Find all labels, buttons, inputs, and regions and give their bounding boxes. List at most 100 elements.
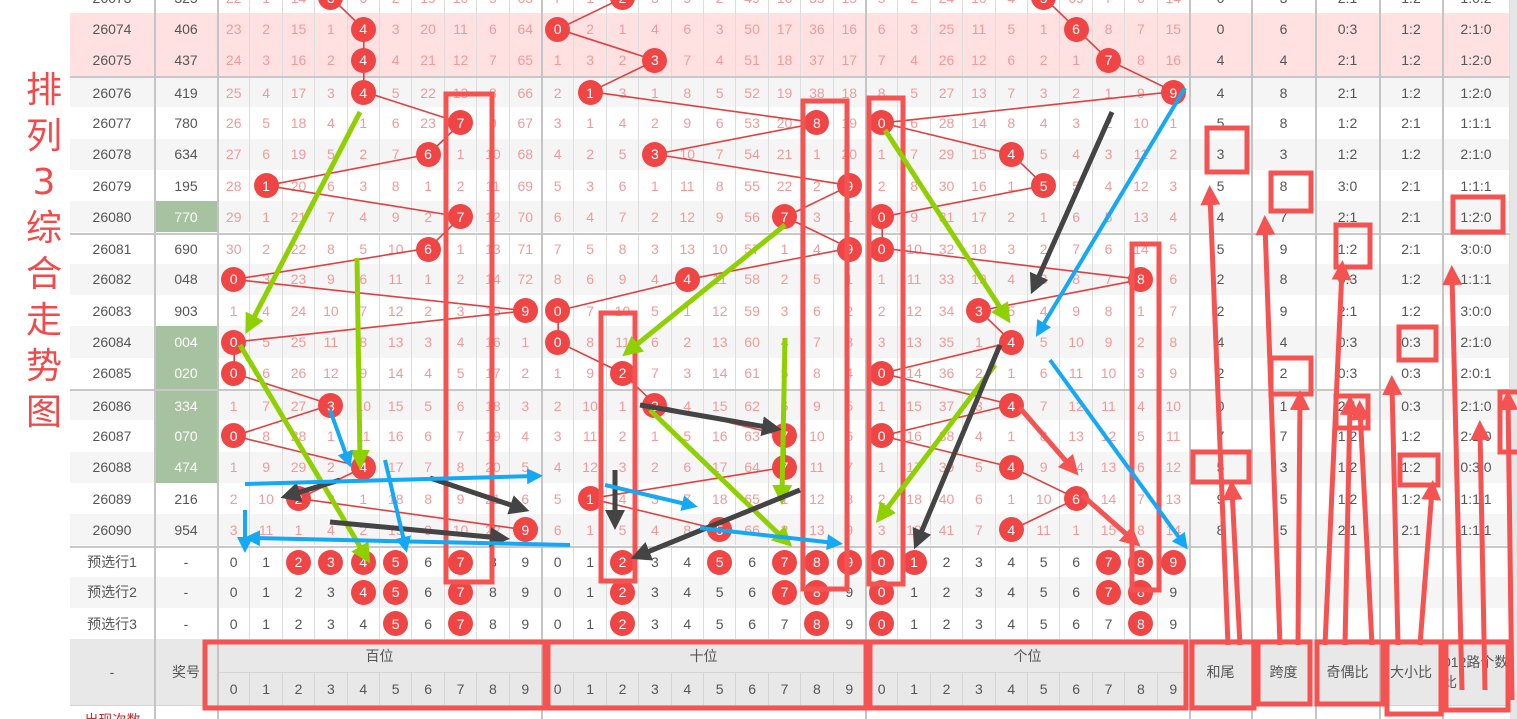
tens-preselect-digit[interactable]: 5 <box>704 576 737 609</box>
units-preselect-digit[interactable]: 4 <box>996 576 1028 609</box>
units-preselect-digit[interactable]: 2 <box>931 608 964 640</box>
sum-tail-cell: 8 <box>1190 514 1252 546</box>
hundreds-preselect-digit[interactable]: 0 <box>218 547 251 577</box>
units-preselect-digit[interactable]: 7 <box>1093 576 1126 609</box>
hundreds-preselect-digit[interactable]: 3 <box>315 547 348 577</box>
units-preselect-digit[interactable]: 7 <box>1093 608 1126 640</box>
tens-preselect-digit[interactable]: 9 <box>834 608 866 640</box>
tens-preselect-digit[interactable]: 4 <box>672 608 704 640</box>
hundreds-preselect-digit[interactable]: 0 <box>218 576 251 609</box>
units-preselect-digit[interactable]: 9 <box>1158 608 1190 640</box>
hundreds-preselect-digit[interactable]: 1 <box>250 608 283 640</box>
hundreds-preselect-digit[interactable]: 3 <box>315 576 348 609</box>
hundreds-preselect-digit[interactable]: 6 <box>412 547 445 577</box>
tens-preselect-digit[interactable]: 1 <box>574 608 607 640</box>
tens-preselect-digit[interactable]: 0 <box>542 576 575 609</box>
units-preselect-digit[interactable]: 4 <box>996 608 1028 640</box>
hundreds-omission-cell: 0 <box>218 263 251 296</box>
tens-preselect-digit[interactable]: 3 <box>639 576 672 609</box>
tens-preselect-digit[interactable]: 8 <box>801 608 834 640</box>
hundreds-preselect-digit[interactable]: 5 <box>380 576 413 609</box>
units-preselect-digit[interactable]: 9 <box>1158 547 1190 577</box>
tens-preselect-digit[interactable]: 4 <box>672 576 704 609</box>
tens-preselect-digit[interactable]: 3 <box>639 608 672 640</box>
hundreds-omission-cell: 5 <box>380 78 413 108</box>
hundreds-preselect-digit[interactable]: 4 <box>348 547 380 577</box>
units-preselect-digit[interactable]: 3 <box>963 608 996 640</box>
tens-preselect-digit[interactable]: 6 <box>736 608 769 640</box>
units-preselect-digit[interactable]: 0 <box>866 608 899 640</box>
hundreds-preselect-digit[interactable]: 9 <box>510 576 542 609</box>
units-preselect-digit[interactable]: 9 <box>1158 576 1190 609</box>
hundreds-preselect-digit[interactable]: 6 <box>412 576 445 609</box>
tens-preselect-digit[interactable]: 2 <box>607 576 640 609</box>
tens-preselect-digit[interactable]: 6 <box>736 576 769 609</box>
units-preselect-digit[interactable]: 5 <box>1028 547 1061 577</box>
tens-preselect-digit[interactable]: 0 <box>542 547 575 577</box>
hundreds-preselect-digit[interactable]: 5 <box>380 547 413 577</box>
tens-preselect-digit[interactable]: 1 <box>574 576 607 609</box>
units-preselect-digit[interactable]: 5 <box>1028 576 1061 609</box>
units-preselect-digit[interactable]: 0 <box>866 547 899 577</box>
units-omission-cell: 6 <box>1093 234 1126 264</box>
units-preselect-digit[interactable]: 1 <box>898 576 931 609</box>
hundreds-omission-cell: 1 <box>250 0 283 14</box>
hundreds-preselect-digit[interactable]: 3 <box>315 608 348 640</box>
tens-preselect-digit[interactable]: 7 <box>769 547 802 577</box>
tens-preselect-digit[interactable]: 0 <box>542 608 575 640</box>
units-preselect-digit[interactable]: 3 <box>963 576 996 609</box>
tens-preselect-digit[interactable]: 2 <box>607 547 640 577</box>
tens-preselect-digit[interactable]: 6 <box>736 547 769 577</box>
tens-preselect-digit[interactable]: 5 <box>704 547 737 577</box>
hundreds-preselect-digit[interactable]: 5 <box>380 608 413 640</box>
hundreds-preselect-digit[interactable]: 7 <box>445 547 478 577</box>
vertical-scrollbar[interactable] <box>1510 0 1517 719</box>
hundreds-preselect-digit[interactable]: 4 <box>348 576 380 609</box>
hundreds-preselect-digit[interactable]: 7 <box>445 608 478 640</box>
tens-preselect-digit[interactable]: 9 <box>834 547 866 577</box>
tens-preselect-digit[interactable]: 7 <box>769 608 802 640</box>
units-preselect-digit[interactable]: 8 <box>1125 608 1158 640</box>
tens-preselect-digit[interactable]: 3 <box>639 547 672 577</box>
units-preselect-digit[interactable]: 6 <box>1060 608 1093 640</box>
hundreds-preselect-digit[interactable]: 1 <box>250 547 283 577</box>
hundreds-preselect-digit[interactable]: 8 <box>477 608 510 640</box>
tens-preselect-digit[interactable]: 2 <box>607 608 640 640</box>
hundreds-preselect-digit[interactable]: 1 <box>250 576 283 609</box>
odd-even-cell: 2:1 <box>1316 201 1380 233</box>
units-preselect-digit[interactable]: 5 <box>1028 608 1061 640</box>
units-preselect-digit[interactable]: 2 <box>931 547 964 577</box>
hundreds-preselect-digit[interactable]: 6 <box>412 608 445 640</box>
units-preselect-digit[interactable]: 7 <box>1093 547 1126 577</box>
tens-preselect-digit[interactable]: 8 <box>801 547 834 577</box>
tens-preselect-digit[interactable]: 7 <box>769 576 802 609</box>
tens-preselect-digit[interactable]: 5 <box>704 608 737 640</box>
tens-preselect-digit[interactable]: 9 <box>834 576 866 609</box>
units-preselect-digit[interactable]: 1 <box>898 547 931 577</box>
hundreds-preselect-digit[interactable]: 4 <box>348 608 380 640</box>
hundreds-preselect-digit[interactable]: 9 <box>510 608 542 640</box>
hundreds-preselect-digit[interactable]: 0 <box>218 608 251 640</box>
tens-preselect-digit[interactable]: 8 <box>801 576 834 609</box>
tens-preselect-digit[interactable]: 1 <box>574 547 607 577</box>
units-preselect-digit[interactable]: 8 <box>1125 547 1158 577</box>
hundreds-preselect-digit[interactable]: 9 <box>510 547 542 577</box>
units-preselect-digit[interactable]: 4 <box>996 547 1028 577</box>
hundreds-preselect-digit[interactable]: 8 <box>477 547 510 577</box>
units-preselect-digit[interactable]: 1 <box>898 608 931 640</box>
hundreds-preselect-digit[interactable]: 8 <box>477 576 510 609</box>
units-preselect-digit[interactable]: 8 <box>1125 576 1158 609</box>
units-preselect-digit[interactable]: 3 <box>963 547 996 577</box>
units-preselect-digit[interactable]: 6 <box>1060 576 1093 609</box>
units-preselect-digit[interactable]: 2 <box>931 576 964 609</box>
tens-preselect-digit[interactable]: 4 <box>672 547 704 577</box>
units-preselect-digit[interactable]: 6 <box>1060 547 1093 577</box>
units-omission-cell: 33 <box>931 263 964 296</box>
units-preselect-digit[interactable]: 0 <box>866 576 899 609</box>
hundreds-omission-cell: 7 <box>250 391 283 421</box>
hundreds-preselect-digit[interactable]: 2 <box>283 576 316 609</box>
hundreds-preselect-digit[interactable]: 2 <box>283 608 316 640</box>
hundreds-preselect-digit[interactable]: 2 <box>283 547 316 577</box>
units-hit-ball: 4 <box>998 393 1024 419</box>
hundreds-preselect-digit[interactable]: 7 <box>445 576 478 609</box>
